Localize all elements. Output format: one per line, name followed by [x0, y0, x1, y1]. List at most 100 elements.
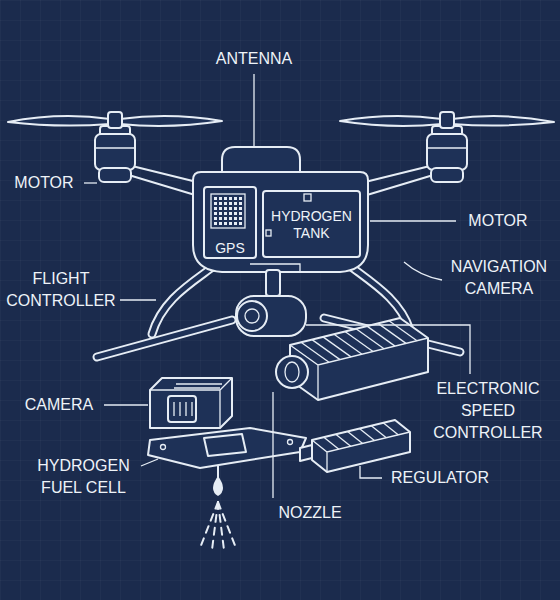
esc-fin: [334, 334, 362, 354]
motor-body: [95, 134, 135, 170]
motor-cap: [431, 168, 463, 182]
gps-dot: [234, 222, 237, 225]
gps-dot: [219, 217, 222, 220]
gps-dot: [234, 217, 237, 220]
motor-hub: [108, 112, 122, 128]
spray-line: [212, 502, 218, 550]
right-arm: [340, 112, 554, 198]
propeller-blade: [340, 116, 442, 126]
gps-dot: [234, 207, 237, 210]
gps-dot: [214, 217, 217, 220]
leader-line: [84, 182, 97, 183]
esc-fin: [356, 329, 384, 349]
gps-dot: [214, 197, 217, 200]
leader-line: [104, 404, 148, 405]
regulator-fin: [324, 437, 339, 449]
gps-grid: [205, 188, 251, 238]
camera-box: [150, 378, 232, 428]
water-drop: [213, 476, 223, 496]
gps-dot: [224, 202, 227, 205]
part-label: NOZZLE: [268, 502, 352, 524]
gps-dot: [214, 202, 217, 205]
gps-dot: [239, 217, 242, 220]
fuel-cell-chip: [204, 434, 246, 456]
propeller-blade: [120, 116, 222, 126]
motor-band: [95, 147, 135, 148]
gps-dot: [224, 212, 227, 215]
spray-line: [218, 502, 236, 548]
gps-dot: [229, 197, 232, 200]
gps-dot: [214, 207, 217, 210]
gps-dot: [229, 212, 232, 215]
gps-dot: [224, 217, 227, 220]
gps-dot: [229, 217, 232, 220]
camera-edges: [150, 378, 232, 428]
gps-dot: [219, 222, 222, 225]
gps-chip: [211, 194, 245, 228]
esc-fin: [312, 340, 340, 360]
gps-dot: [239, 202, 242, 205]
propeller-blade: [8, 116, 110, 125]
gps-dot: [229, 222, 232, 225]
part-label: ELECTRONIC SPEED CONTROLLER: [424, 378, 552, 444]
regulator-fin: [336, 434, 351, 446]
node-text: HYDROGEN TANK: [264, 208, 359, 242]
gps-dot: [219, 212, 222, 215]
gps-dot: [219, 197, 222, 200]
camera-vents: [174, 384, 222, 388]
esc-fin: [389, 321, 417, 341]
part-label: NAVIGATION CAMERA: [443, 256, 555, 300]
gimbal-camera: [236, 296, 306, 336]
regulator-fin: [359, 429, 374, 441]
motor-hub: [440, 112, 454, 128]
part-label: ANTENNA: [204, 48, 304, 70]
part-label: HYDROGEN FUEL CELL: [26, 455, 141, 499]
leader-line: [141, 459, 158, 466]
gps-dot: [234, 202, 237, 205]
gps-dot: [239, 207, 242, 210]
motor-band: [427, 147, 467, 148]
gps-dot: [239, 197, 242, 200]
esc-fin: [367, 326, 395, 346]
gimbal-lens-inner: [245, 309, 259, 323]
gps-dot: [229, 202, 232, 205]
spray-line: [200, 502, 218, 548]
regulator-block: [312, 420, 410, 472]
motor-body: [427, 134, 467, 170]
motor-cap: [99, 168, 131, 182]
part-label: FLIGHT CONTROLLER: [2, 268, 120, 312]
leader-line: [370, 220, 456, 221]
gps-dot: [234, 212, 237, 215]
gimbal-lens: [237, 301, 267, 331]
leader-line: [253, 74, 254, 147]
esc-fin: [345, 332, 373, 352]
leader-line: [404, 262, 442, 280]
regulator-plug: [300, 445, 312, 461]
gps-dot: [224, 222, 227, 225]
camera-lens-lines: [174, 402, 192, 416]
gps-dot: [219, 207, 222, 210]
fuel-cell-hole: [161, 445, 166, 450]
gps-dot: [219, 202, 222, 205]
gps-dot: [234, 197, 237, 200]
leader-line: [360, 466, 382, 478]
esc-block: [290, 318, 428, 400]
part-label: REGULATOR: [384, 467, 496, 489]
gps-dot: [229, 207, 232, 210]
camera-lens: [168, 396, 196, 422]
gps-dot: [214, 212, 217, 215]
esc-port: [276, 356, 308, 388]
fuel-cell-plate: [148, 428, 306, 468]
part-label: MOTOR: [4, 172, 84, 194]
regulator-fin: [348, 431, 363, 443]
fuel-cell-hole: [288, 440, 293, 445]
tank-mark: [304, 194, 311, 201]
esc-top: [290, 338, 428, 400]
propeller-blade: [452, 116, 554, 125]
leader-line: [120, 299, 156, 300]
landing-skid: [97, 320, 232, 357]
gps-dot: [224, 197, 227, 200]
tank-mark: [266, 230, 271, 236]
esc-port-inner: [285, 362, 299, 382]
